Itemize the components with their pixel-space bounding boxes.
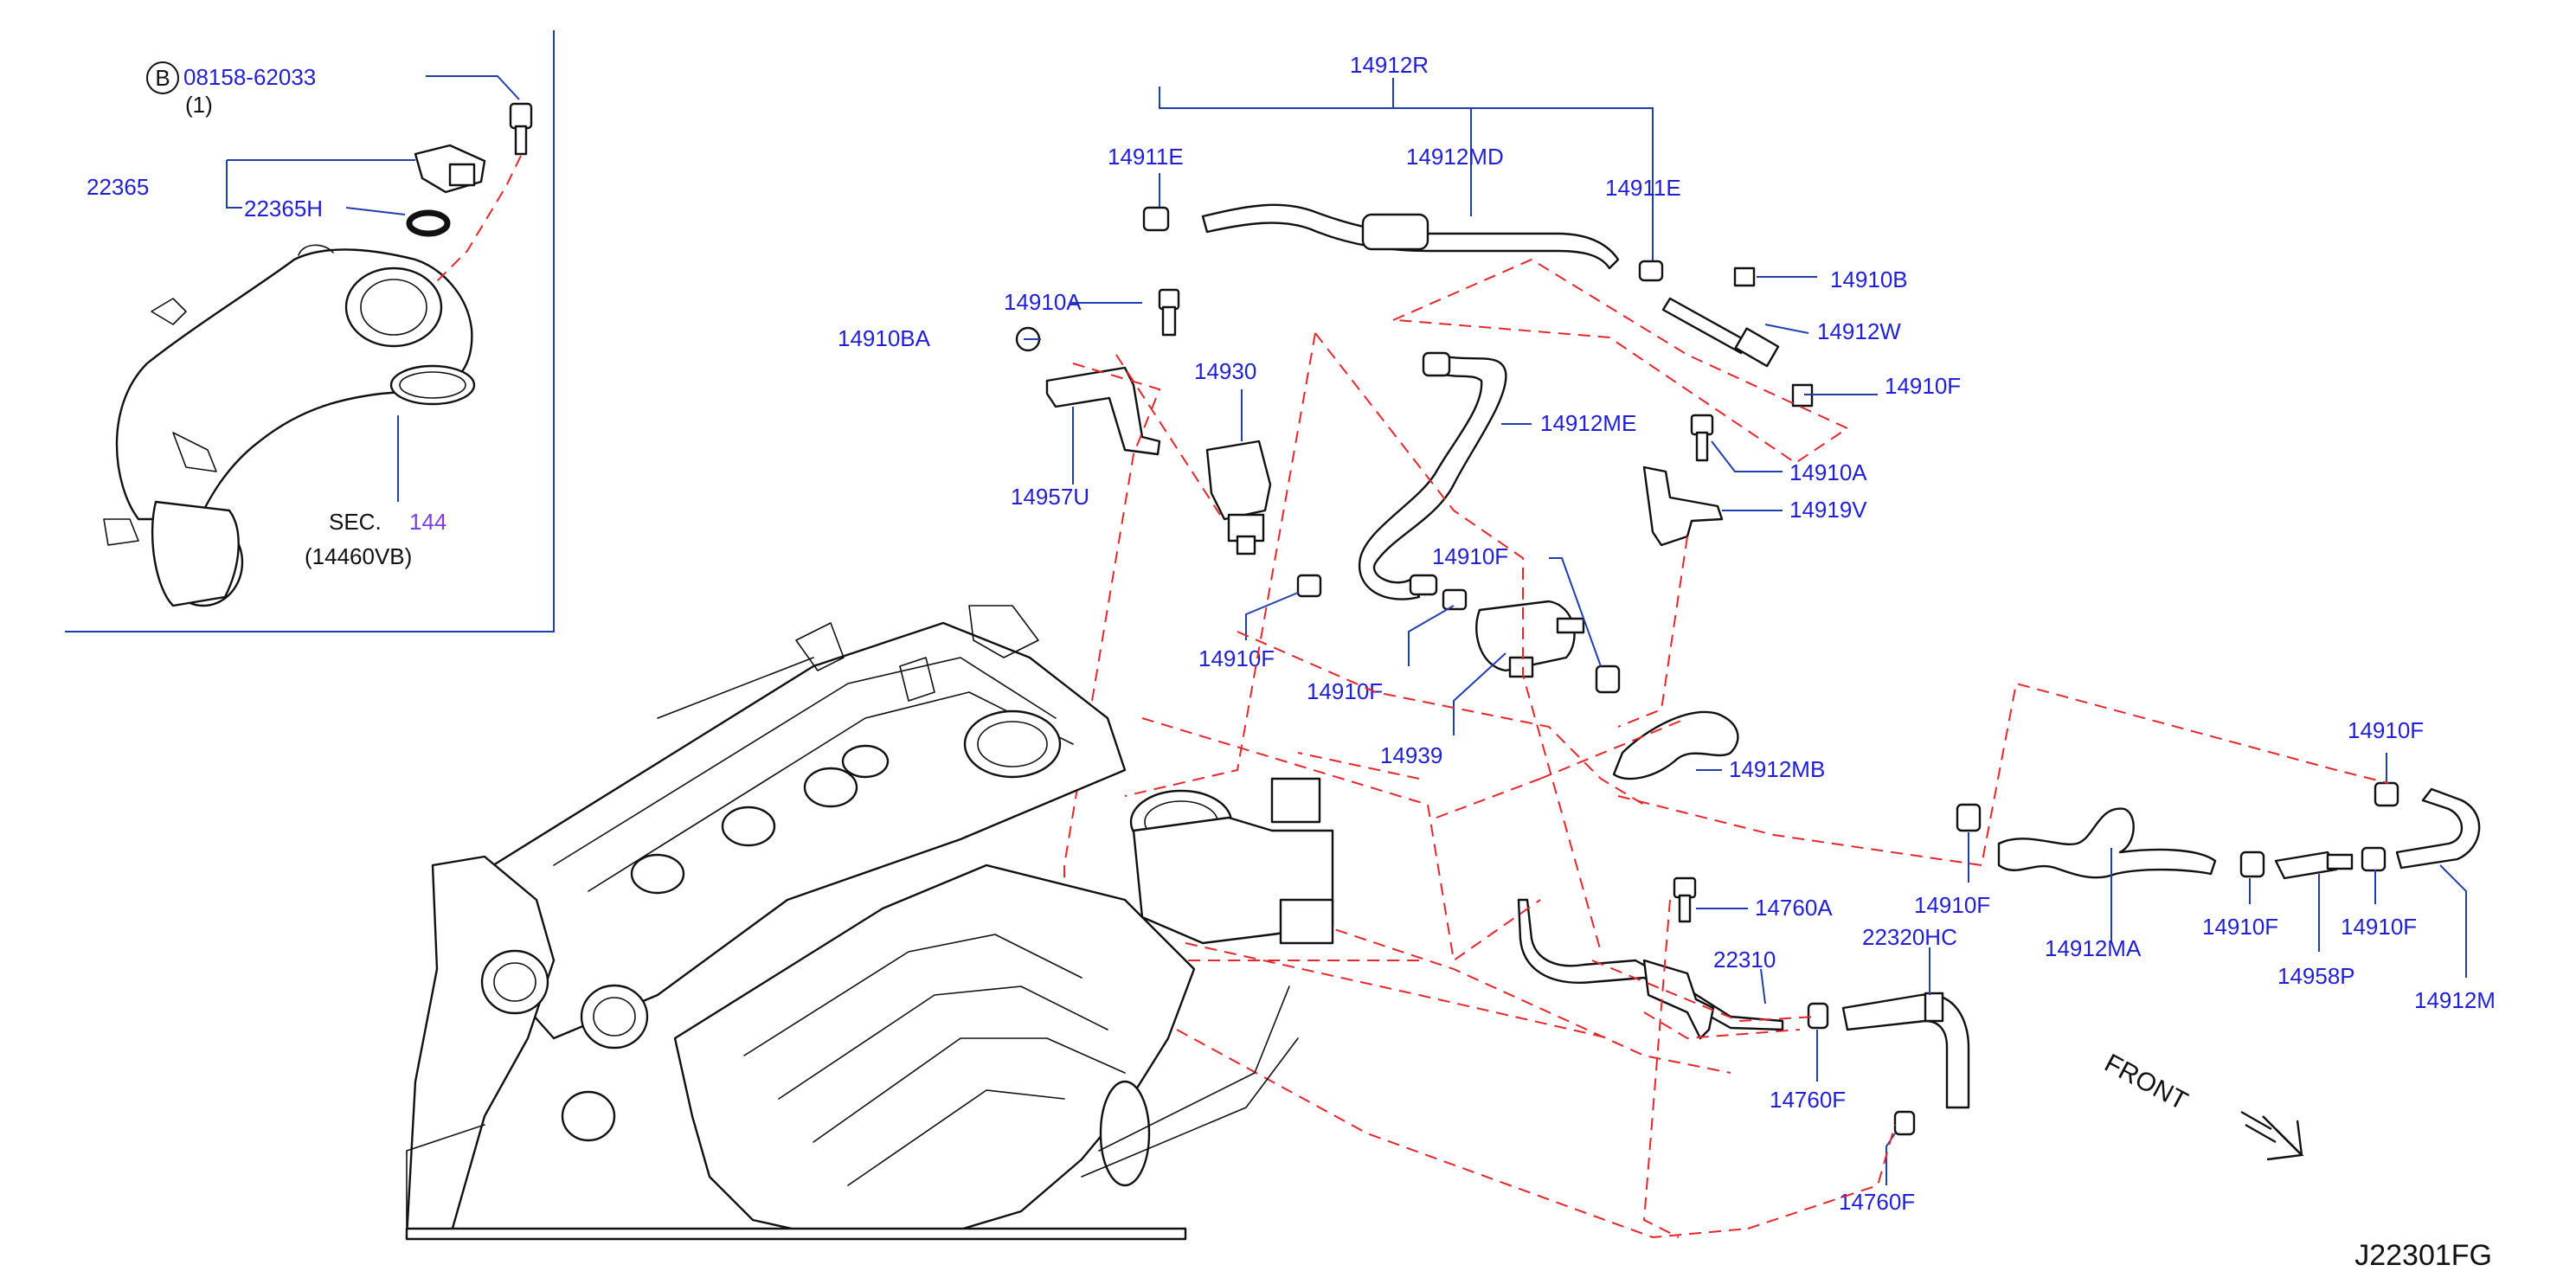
label-22320HC: 22320HC: [1862, 924, 1957, 950]
label-bolt-qty: (1): [185, 92, 213, 118]
label-14958P: 14958P: [2277, 963, 2355, 989]
label-14911E-left: 14911E: [1108, 144, 1184, 170]
bracket-14919V-group: 14910A 14919V: [1642, 414, 1867, 547]
label-14910A-top: 14910A: [1004, 289, 1082, 315]
bracket-icon: [1642, 465, 1724, 547]
valve-14939-group: 14910F 14910F 14939: [1307, 543, 1621, 768]
front-indicator: FRONT: [2100, 1049, 2304, 1161]
hose-14912M: [2395, 787, 2481, 870]
bracket-icon: [1045, 366, 1161, 456]
label-22365H: 22365H: [244, 196, 323, 221]
label-14910F-r1: 14910F: [2202, 914, 2278, 940]
label-14912MD: 14912MD: [1406, 144, 1504, 170]
label-14910BA: 14910BA: [838, 325, 931, 351]
label-14910F-center: 14910F: [1307, 678, 1383, 704]
hose-22320HC-icon: [1841, 993, 1970, 1109]
bolt-icon: [509, 102, 533, 156]
clip-icon: [2239, 851, 2265, 878]
label-14912ME: 14912ME: [1540, 410, 1636, 436]
pipe-22310-icon: [1517, 898, 1784, 1031]
label-14760F-b: 14760F: [1839, 1189, 1915, 1215]
clip-icon: [1956, 803, 1982, 832]
right-hose-group: 14910F 14912MA 14910F 14910F 14958P 1491…: [1914, 717, 2496, 1013]
label-14760F-a: 14760F: [1770, 1087, 1846, 1113]
label-22310: 22310: [1713, 947, 1776, 973]
label-14957U: 14957U: [1011, 484, 1089, 510]
engine-block-icon: [405, 605, 1334, 1241]
bolt-b-circle: [146, 61, 179, 94]
label-14910F-left: 14910F: [1198, 645, 1275, 671]
clip-icon: [1807, 1002, 1829, 1030]
front-label: FRONT: [2100, 1049, 2193, 1116]
bolt-icon: [1690, 414, 1714, 436]
label-14930: 14930: [1194, 358, 1256, 384]
hose-14912MB: 14912MB: [1612, 710, 1825, 782]
label-14912R: 14912R: [1350, 52, 1429, 78]
hose-14912ME: 14912ME: [1358, 351, 1636, 600]
small-hose-icon: [1661, 297, 1750, 355]
label-14911E-right: 14911E: [1605, 175, 1681, 201]
clip-icon: [1893, 1110, 1916, 1136]
o-ring-icon: [406, 209, 451, 237]
clip-icon: [2361, 846, 2386, 872]
clip-icon: [1595, 664, 1621, 694]
purge-valve-icon: [1205, 440, 1272, 521]
label-14912MA: 14912MA: [2045, 935, 2142, 961]
clip-icon: [1442, 588, 1468, 611]
label-14912MB: 14912MB: [1729, 756, 1825, 782]
clip-icon: [1296, 574, 1322, 598]
pressure-sensor-icon: [414, 144, 486, 194]
label-14919V: 14919V: [1789, 497, 1867, 523]
front-arrow-icon: [2240, 1111, 2304, 1161]
top-hose-group: 14912R 14911E 14912MD 14911E 14910B 1491…: [1108, 52, 1961, 408]
label-14910F-top: 14910F: [1885, 373, 1961, 399]
intake-duct-icon: [103, 244, 476, 607]
inset-panel: B 08158-62033 (1) 22365 22365H SEC. 144 …: [65, 30, 555, 632]
label-14939: 14939: [1380, 742, 1442, 768]
label-08158-62033: 08158-62033: [183, 64, 316, 90]
bolt-circle-letter: B: [155, 65, 170, 91]
check-valve-icon: [1475, 600, 1576, 672]
clip-icon: [1733, 266, 1756, 287]
hose-clip-icon: [1638, 260, 1664, 282]
dashed-connection-lines: [1063, 258, 2389, 1239]
label-14912M: 14912M: [2414, 987, 2496, 1013]
label-14912W: 14912W: [1817, 318, 1901, 344]
label-14910F-r2: 14910F: [2341, 914, 2417, 940]
hose-clip-icon: [1142, 206, 1170, 232]
label-14910B: 14910B: [1830, 266, 1908, 292]
label-14910A-mid: 14910A: [1789, 459, 1867, 485]
clip-icon: [2374, 781, 2399, 807]
label-sec-sub: (14460VB): [305, 543, 412, 569]
label-14910F-mid: 14910F: [1914, 892, 1990, 918]
hose-14912MA: [1997, 807, 2217, 879]
label-14910F-valve: 14910F: [1432, 543, 1508, 569]
label-sec-number: 144: [409, 509, 446, 535]
pipe-22310-group: 14760A 22310 22320HC 14760F 14760F: [1517, 876, 1970, 1215]
bolt-icon: [1158, 288, 1180, 311]
purge-valve-group: 14910A 14910BA 14930 14957U 14910F: [838, 288, 1322, 671]
bolt-icon: [1673, 876, 1697, 899]
label-sec: SEC.: [329, 509, 382, 535]
label-22365: 22365: [87, 174, 149, 200]
diagram-code: J22301FG: [2354, 1239, 2492, 1272]
label-14910F-right-top: 14910F: [2348, 717, 2424, 743]
label-14760A: 14760A: [1755, 895, 1833, 921]
